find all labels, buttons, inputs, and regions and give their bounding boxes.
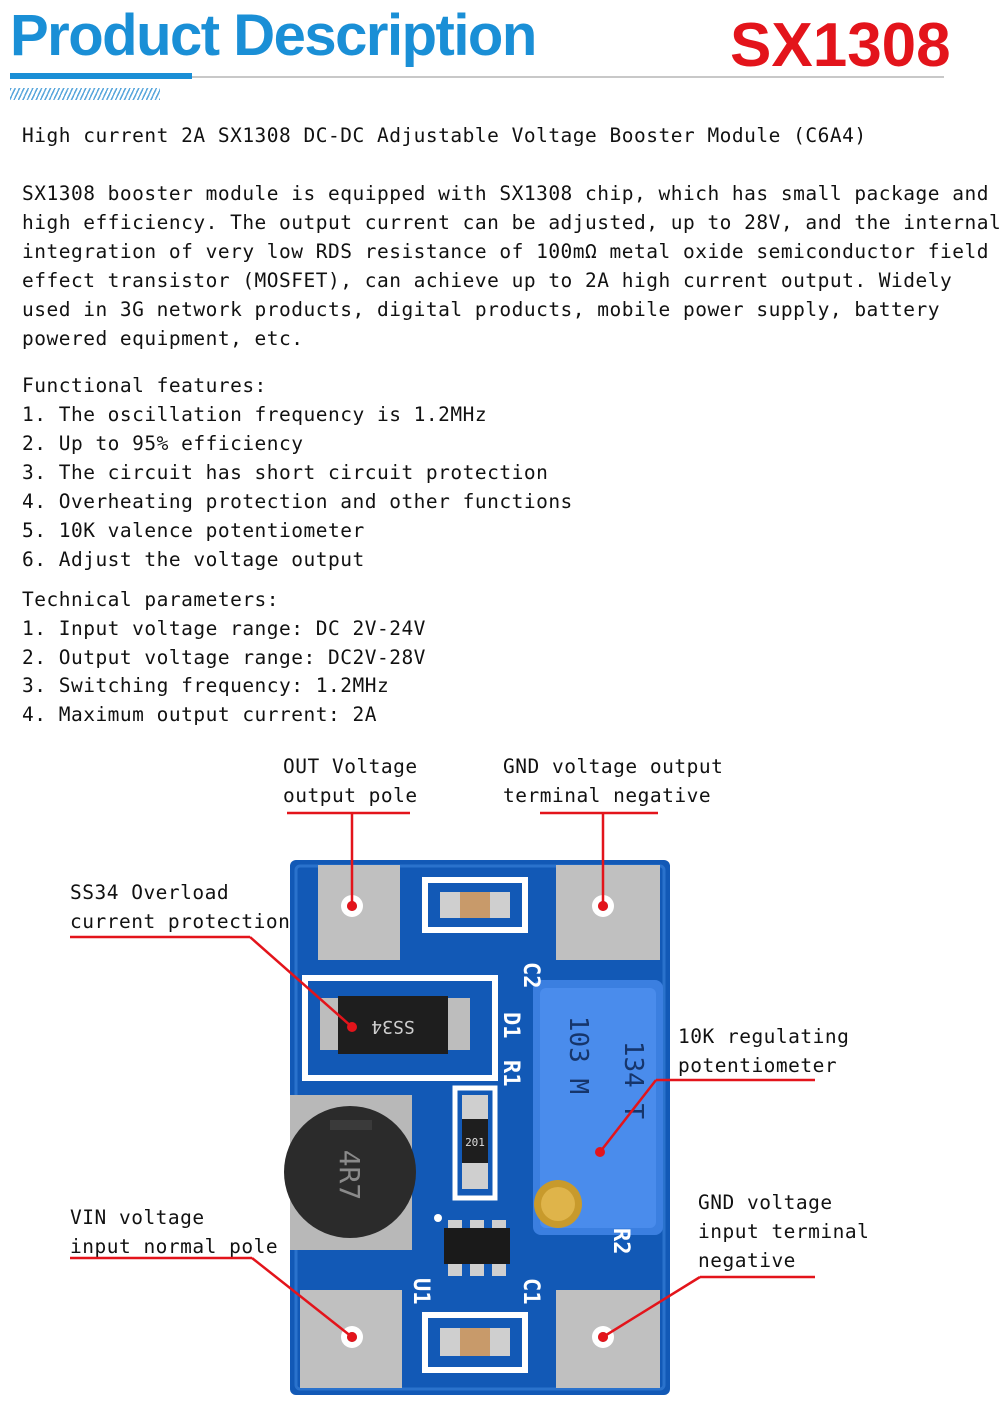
parameter-item: 4. Maximum output current: 2A <box>22 703 377 726</box>
pad-gnd-in <box>556 1290 660 1388</box>
resistor-201: 201 <box>452 1085 498 1201</box>
intro-line: SX1308 booster module is equipped with S… <box>22 182 989 205</box>
svg-text:4R7: 4R7 <box>333 1150 366 1201</box>
parameter-item: 3. Switching frequency: 1.2MHz <box>22 674 390 697</box>
silk-r1: R1 <box>498 1060 523 1087</box>
parameter-item: 1. Input voltage range: DC 2V-24V <box>22 617 426 640</box>
page-title: Product Description <box>10 3 537 68</box>
svg-text:103 M: 103 M <box>563 1016 593 1094</box>
potentiometer-10k: 134 T 103 M <box>533 980 663 1235</box>
svg-text:201: 201 <box>465 1136 485 1149</box>
silk-d1: D1 <box>498 1012 523 1039</box>
capacitor-c2 <box>422 877 528 933</box>
features-heading: Functional features: <box>22 374 267 397</box>
capacitor-c1 <box>422 1312 528 1373</box>
intro-line: integration of very low RDS resistance o… <box>22 240 989 263</box>
feature-item: 6. Adjust the voltage output <box>22 548 365 571</box>
intro-line: high efficiency. The output current can … <box>22 211 1000 234</box>
header-divider <box>10 76 944 78</box>
intro-line: used in 3G network products, digital pro… <box>22 298 940 321</box>
feature-item: 4. Overheating protection and other func… <box>22 490 573 513</box>
parameters-heading: Technical parameters: <box>22 588 280 611</box>
silk-u1: U1 <box>408 1278 433 1305</box>
pad-out <box>318 865 400 960</box>
silk-r2: R2 <box>608 1228 633 1255</box>
ic-sx1308 <box>429 1209 521 1276</box>
intro-line: powered equipment, etc. <box>22 327 304 350</box>
pad-gnd-out <box>556 865 660 960</box>
parameter-item: 2. Output voltage range: DC2V-28V <box>22 646 426 669</box>
header-accent-bar <box>10 73 192 79</box>
product-headline: High current 2A SX1308 DC-DC Adjustable … <box>22 124 867 147</box>
leader-dots <box>347 901 608 1342</box>
feature-item: 1. The oscillation frequency is 1.2MHz <box>22 403 488 426</box>
silk-c2: C2 <box>518 962 543 989</box>
feature-item: 3. The circuit has short circuit protect… <box>22 461 549 484</box>
intro-line: effect transistor (MOSFET), can achieve … <box>22 269 953 292</box>
model-name: SX1308 <box>730 11 951 80</box>
svg-text:134 T: 134 T <box>618 1041 648 1120</box>
feature-item: 5. 10K valence potentiometer <box>22 519 365 542</box>
inductor-4r7: 4R7 <box>284 1095 416 1250</box>
leader-lines <box>70 811 815 1339</box>
svg-text:SS34: SS34 <box>371 1016 414 1037</box>
feature-item: 2. Up to 95% efficiency <box>22 432 304 455</box>
module-diagram: SS34 4R7 201 134 T 103 M <box>70 811 815 1395</box>
silk-c1: C1 <box>518 1278 543 1305</box>
header-hatch-decoration <box>10 88 160 100</box>
